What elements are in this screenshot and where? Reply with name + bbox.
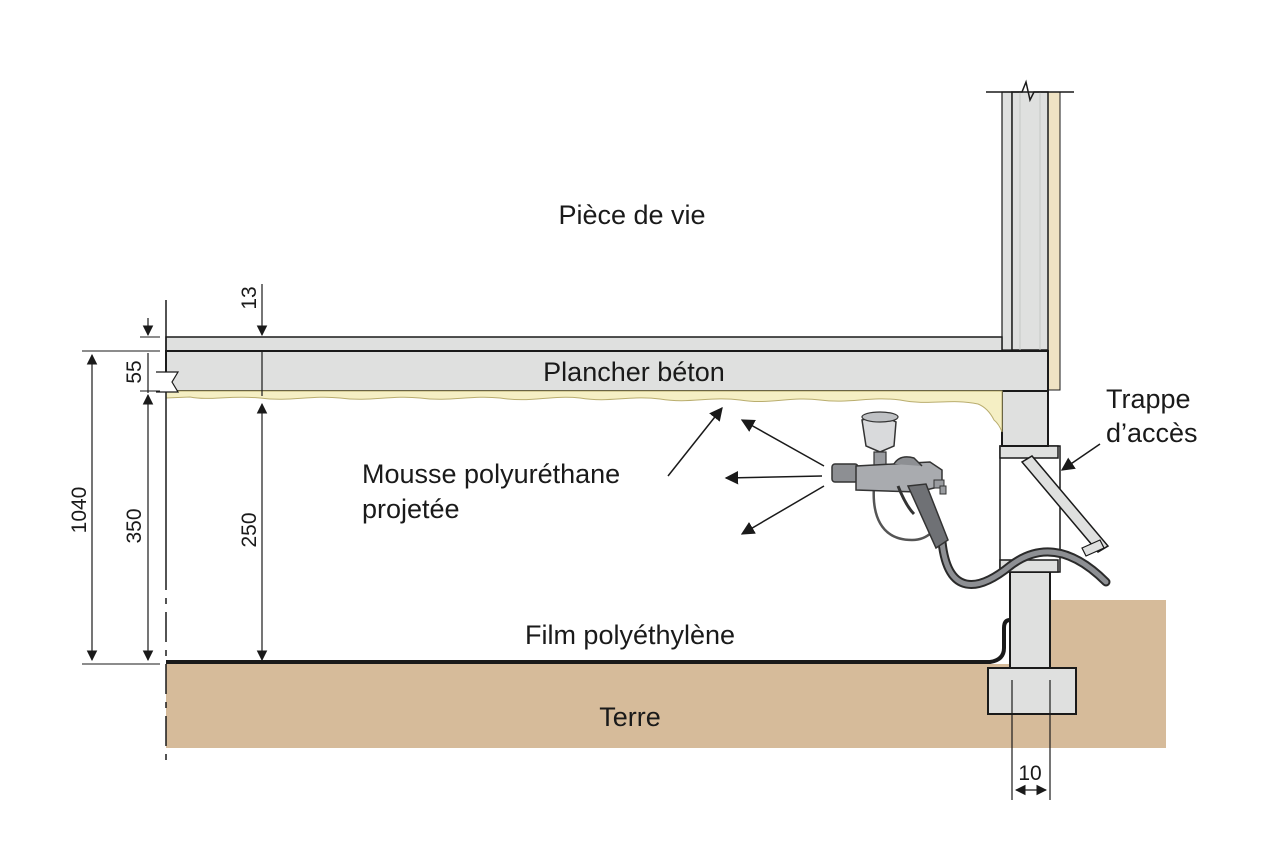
foam-label-line1: Mousse polyuréthane: [362, 459, 620, 489]
hatch-door: [1020, 455, 1110, 557]
spray-gun-icon: [831, 411, 1111, 589]
arrows: [667, 406, 1101, 535]
foam-label-line2: projetée: [362, 494, 460, 524]
dim-crawlspace: 350: [123, 508, 146, 543]
upper-wall: [986, 79, 1074, 391]
hatch-label-line2: d’accès: [1106, 418, 1198, 448]
film-label: Film polyéthylène: [525, 620, 735, 650]
room-label: Pièce de vie: [558, 200, 705, 230]
concrete-slab: [165, 350, 1049, 447]
spray-foam: [165, 390, 1003, 433]
slab-label: Plancher béton: [543, 357, 725, 387]
dim-total: 1040: [68, 487, 91, 534]
section-break: [156, 300, 180, 768]
floor-finish: [165, 336, 1003, 352]
hatch-label-line1: Trappe: [1106, 384, 1191, 414]
soil-label: Terre: [599, 702, 661, 732]
dimension-lines: [82, 284, 1048, 796]
dim-clearance: 250: [238, 512, 261, 547]
polyethylene-film: [166, 618, 1011, 664]
dim-wall: 10: [1018, 762, 1041, 785]
dim-slab: 55: [123, 360, 146, 383]
dim-finish: 13: [238, 286, 261, 309]
soil: [166, 600, 1166, 748]
